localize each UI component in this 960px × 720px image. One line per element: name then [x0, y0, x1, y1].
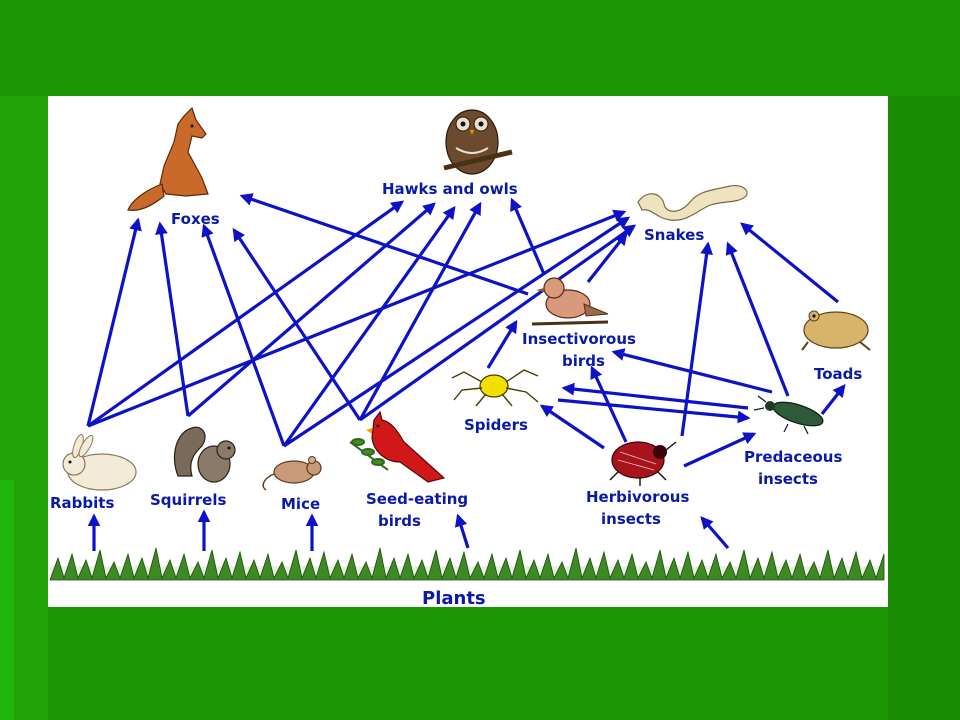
label-foxes: Foxes	[171, 210, 220, 228]
arrow-mice-hawks	[282, 205, 456, 447]
label-insectivorous-birds-line1: Insectivorous	[522, 330, 636, 348]
label-toads: Toads	[814, 365, 862, 383]
arrow-rabbits-snakes	[87, 209, 627, 428]
spider-icon	[451, 369, 539, 407]
owl-icon	[443, 109, 513, 175]
arrow-insbirds-snakes	[586, 231, 628, 283]
label-predaceous-insects-line2: insects	[758, 470, 818, 488]
arrow-mice-foxes	[201, 223, 286, 447]
arrow-rabbits-hawks	[87, 200, 405, 428]
bird-icon	[531, 277, 609, 326]
fox-icon	[127, 106, 209, 211]
arrow-herbivorous-predaceous	[683, 432, 757, 468]
label-spiders: Spiders	[464, 416, 528, 434]
label-predaceous-insects-line1: Predaceous	[744, 448, 842, 466]
arrow-herbivorous-snakes	[680, 241, 713, 437]
toad-icon	[801, 310, 871, 351]
arrow-seedbirds-hawks	[358, 201, 482, 421]
beetle-icon	[753, 395, 824, 435]
food-web-arrows	[86, 193, 846, 551]
arrow-plants-seed-birds	[454, 513, 470, 549]
slide-background-left-strip	[0, 480, 14, 720]
squirrel-icon	[173, 426, 236, 483]
ladybug-beetle-icon	[609, 441, 677, 486]
arrow-herbivorous-spiders	[539, 404, 605, 450]
label-rabbits: Rabbits	[50, 494, 114, 512]
label-seed-eating-birds-line1: Seed-eating	[366, 490, 468, 508]
food-web-diagram: Foxes Hawks and owls Snakes Insectivorou…	[49, 106, 885, 607]
label-hawks-owls: Hawks and owls	[382, 180, 518, 198]
arrow-predaceous-spiders	[561, 382, 749, 410]
label-mice: Mice	[281, 495, 320, 513]
arrow-insbirds-hawks	[510, 197, 546, 275]
arrow-mice-snakes	[283, 216, 631, 448]
slide-background-top	[0, 0, 960, 96]
cardinal-icon	[349, 410, 446, 483]
arrow-squirrels-hawks	[186, 202, 436, 418]
grass-icon	[49, 547, 885, 581]
arrow-spiders-insbirds	[486, 319, 518, 369]
arrow-squirrels-foxes	[155, 221, 190, 417]
arrow-predaceous-snakes	[725, 241, 790, 397]
label-seed-eating-birds-line2: birds	[378, 512, 421, 530]
arrow-seedbirds-snakes	[359, 224, 637, 422]
mouse-icon	[262, 456, 322, 491]
snake-icon	[637, 185, 748, 221]
slide-background-bottom	[48, 607, 888, 720]
arrow-plants-herbivorous	[700, 516, 730, 550]
arrow-rabbits-foxes	[86, 217, 142, 427]
food-web-labels: Foxes Hawks and owls Snakes Insectivorou…	[50, 180, 862, 607]
arrow-toads-snakes	[740, 222, 840, 304]
arrow-predaceous-insbirds	[611, 348, 773, 394]
arrow-spiders-predaceous	[557, 398, 751, 424]
food-web-panel: Foxes Hawks and owls Snakes Insectivorou…	[48, 96, 888, 607]
label-squirrels: Squirrels	[150, 491, 226, 509]
label-herbivorous-insects-line1: Herbivorous	[586, 488, 689, 506]
arrow-insbirds-foxes	[239, 193, 529, 296]
arrow-seedbirds-foxes	[232, 227, 362, 421]
label-snakes: Snakes	[644, 226, 704, 244]
rabbit-icon	[62, 434, 137, 491]
label-plants: Plants	[422, 588, 486, 607]
label-herbivorous-insects-line2: insects	[601, 510, 661, 528]
slide-background-right	[888, 96, 960, 720]
arrow-predaceous-toads	[820, 383, 846, 415]
label-insectivorous-birds-line2: birds	[562, 352, 605, 370]
